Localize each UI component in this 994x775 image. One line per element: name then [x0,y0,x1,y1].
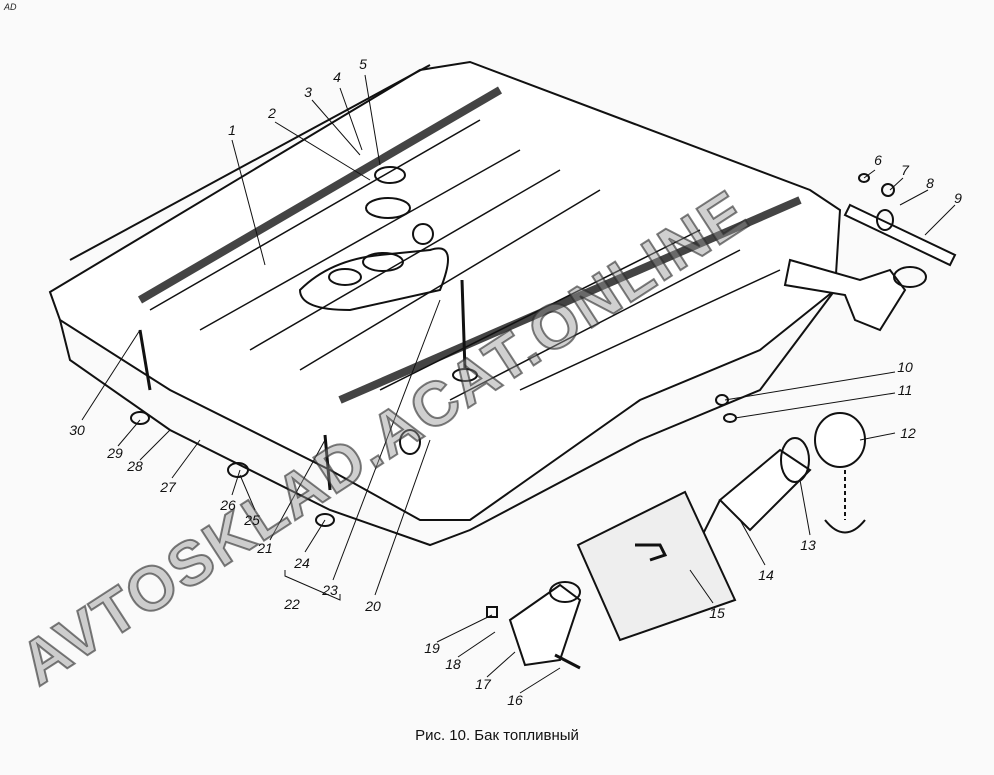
callout-29: 29 [107,445,123,461]
filler-neck-pipe [783,258,927,332]
fuel-tank-body [48,60,842,547]
callout-26: 26 [220,497,236,513]
callout-1: 1 [228,122,236,138]
callout-8: 8 [926,175,934,191]
callout-13: 13 [800,537,816,553]
callout-30: 30 [69,422,85,438]
callout-24: 24 [294,555,310,571]
callout-5: 5 [359,56,367,72]
callout-20: 20 [365,598,381,614]
callout-14: 14 [758,567,774,583]
callout-3: 3 [304,84,312,100]
callout-18: 18 [445,656,461,672]
callout-21: 21 [257,540,273,556]
callout-17: 17 [475,676,491,692]
callout-25: 25 [244,512,260,528]
callout-19: 19 [424,640,440,656]
callout-2: 2 [268,105,276,121]
figure-caption: Рис. 10. Бак топливный [415,727,579,744]
callout-22: 22 [284,596,300,612]
vent-tube [843,173,957,267]
mounting-bolts [130,279,478,527]
callout-6: 6 [874,152,882,168]
callout-11: 11 [897,382,913,398]
callout-15: 15 [709,605,725,621]
callout-12: 12 [900,425,916,441]
callout-10: 10 [897,359,913,375]
callout-4: 4 [333,69,341,85]
callout-23: 23 [322,582,338,598]
corner-mark: AD [4,2,17,12]
callout-9: 9 [954,190,962,206]
callout-16: 16 [507,692,523,708]
gasket-plate [576,490,737,642]
leader-lines [81,74,956,694]
drain-elbow [486,581,582,670]
callout-27: 27 [160,479,176,495]
callout-7: 7 [901,162,909,178]
callout-28: 28 [127,458,143,474]
